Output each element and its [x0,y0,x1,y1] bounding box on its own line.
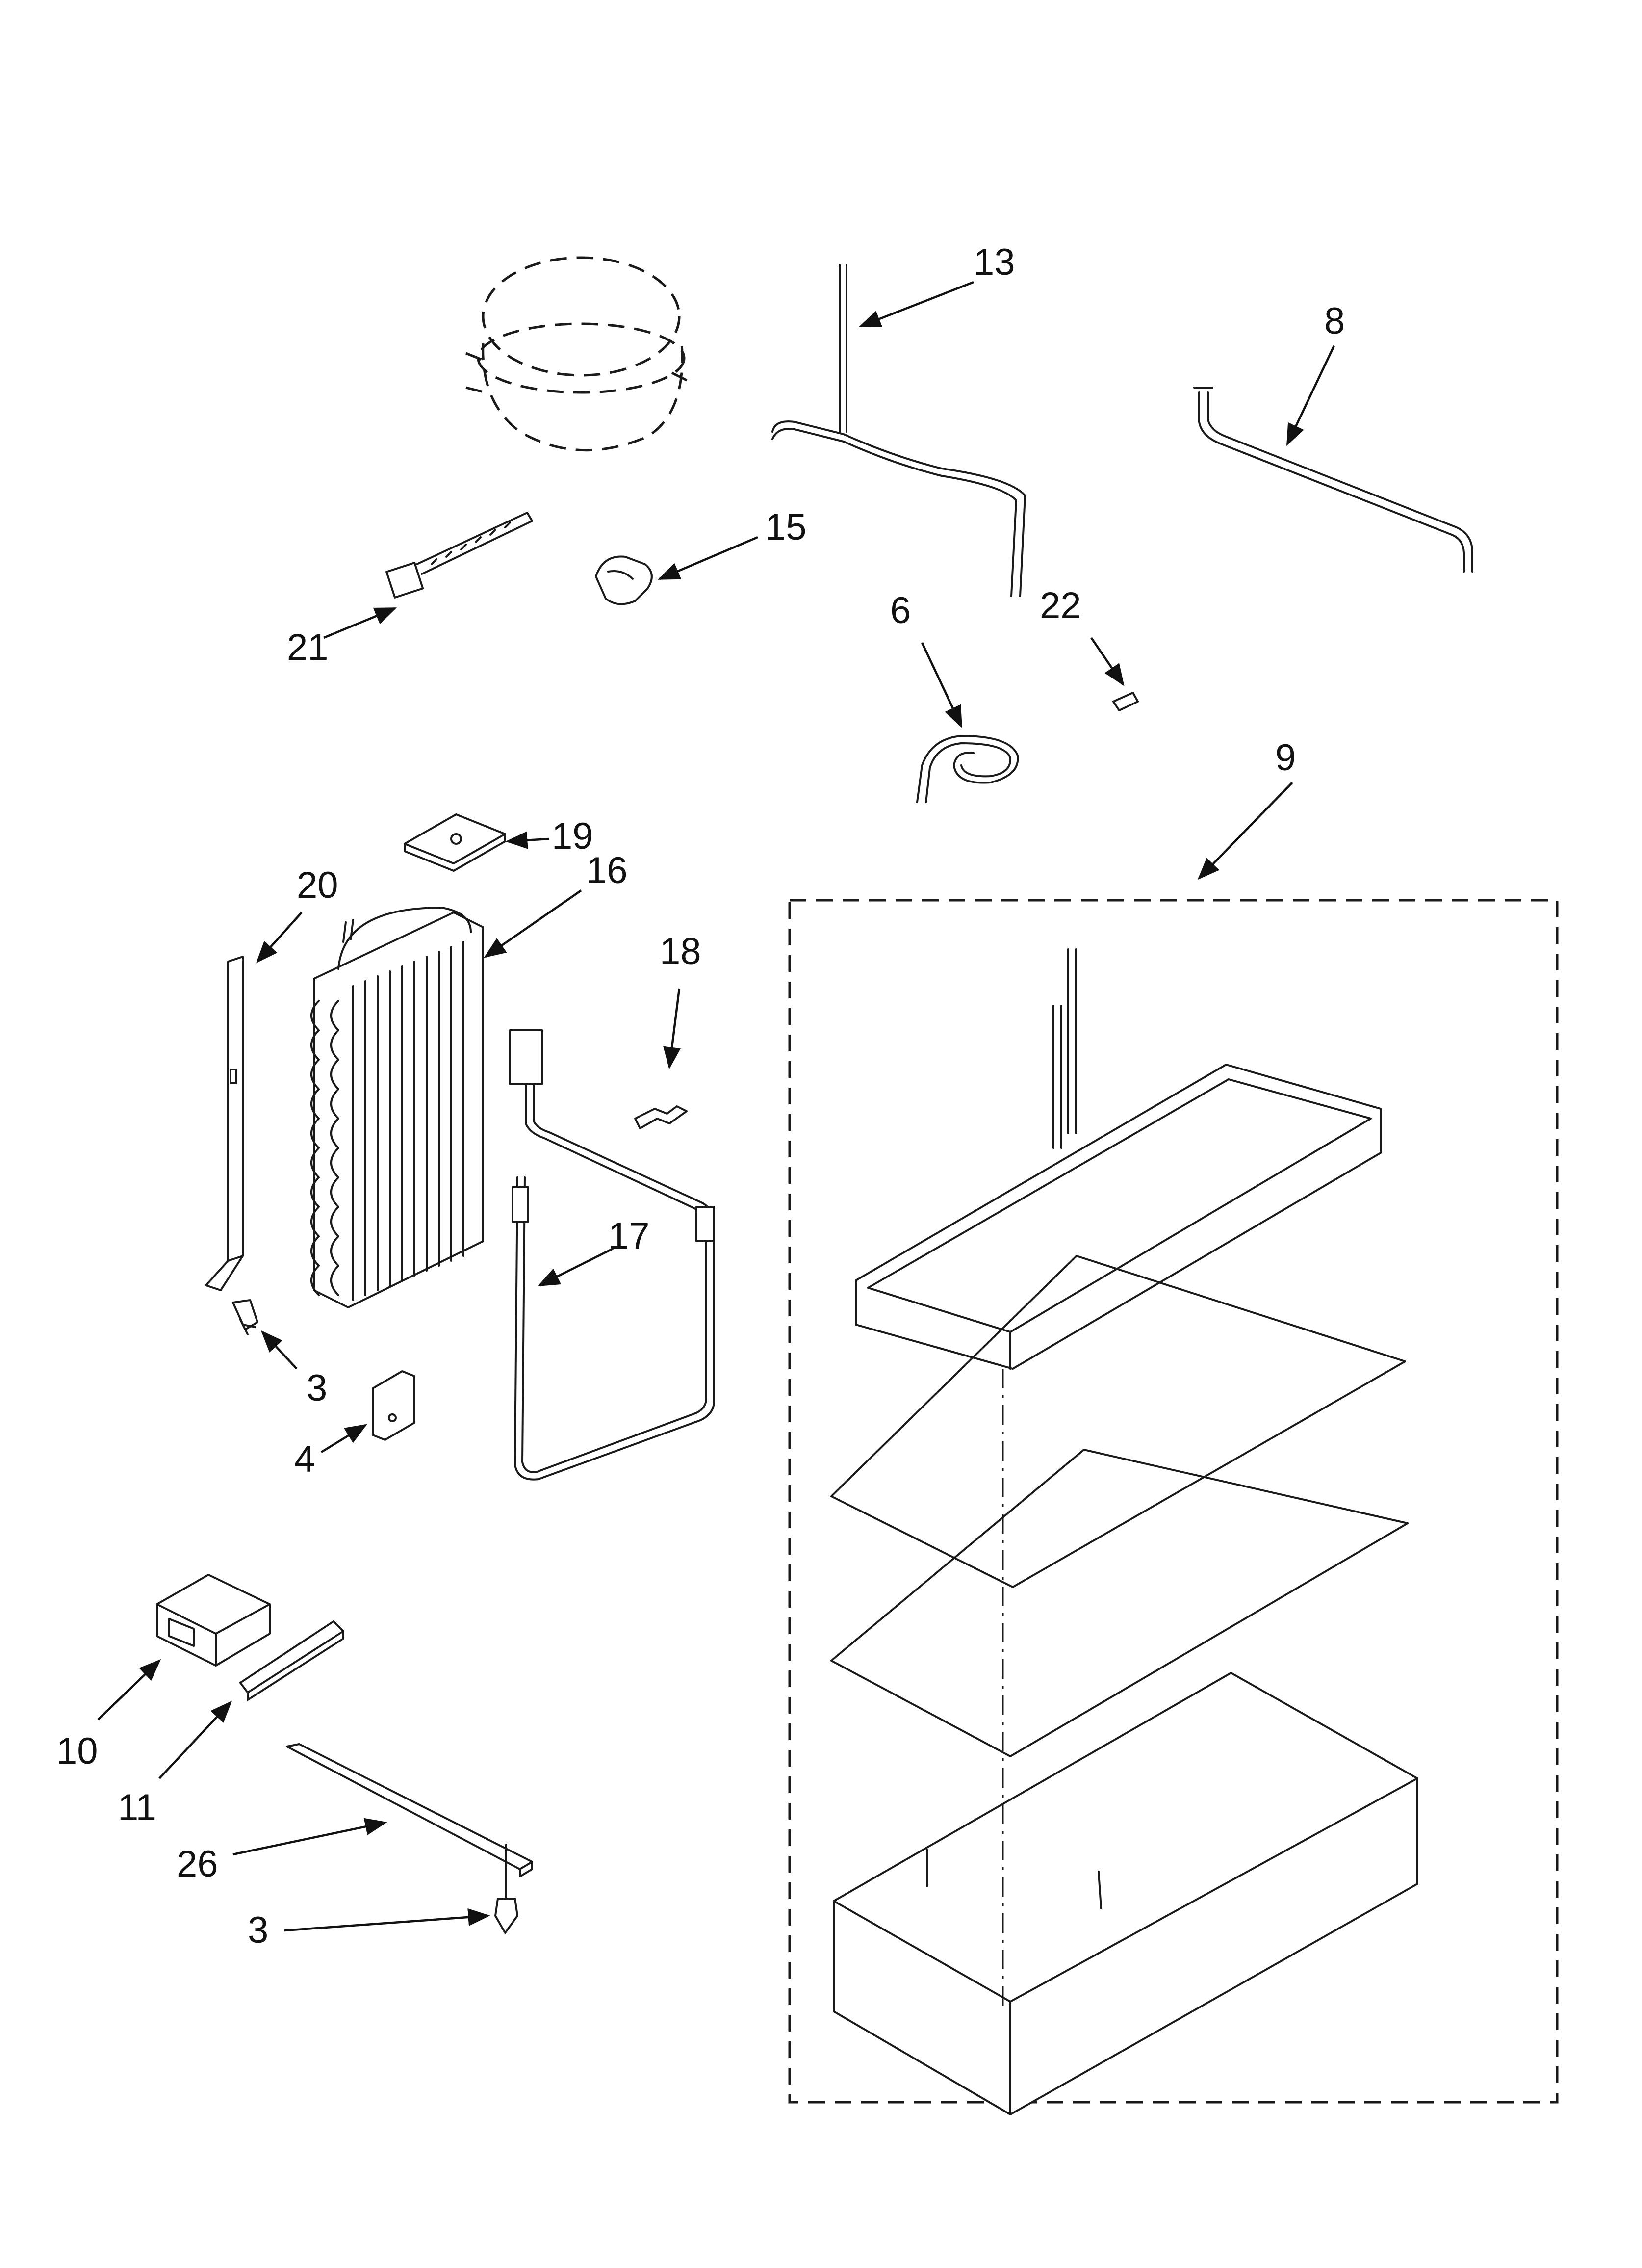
part-21-cable-tie [385,512,533,599]
part-3-screw-upper [232,1299,258,1335]
callout-11: 11 [118,1787,156,1828]
callout-4: 4 [294,1438,315,1480]
callout-3-lower: 3 [248,1909,268,1951]
callout-22: 22 [1040,585,1081,626]
part-22-clip [1112,692,1139,711]
part-10-box [156,1574,271,1667]
callout-6: 6 [890,590,911,631]
compressor-outline [465,256,693,452]
callout-13: 13 [974,241,1015,283]
part-11-plate [239,1620,344,1701]
callout-9: 9 [1275,737,1296,779]
part-18-clip [634,1105,688,1129]
part-3-screw-lower [494,1844,518,1934]
callout-26: 26 [177,1843,218,1885]
part-6-tube [916,735,1019,803]
callout-20: 20 [297,864,338,906]
part-19-pad [404,813,506,872]
callout-15: 15 [765,506,807,548]
callout-17: 17 [608,1215,650,1257]
callout-10: 10 [56,1730,98,1772]
callout-8: 8 [1324,300,1345,342]
part-26-strip [286,1743,533,1877]
leader-lines [97,281,1335,1932]
callout-labels: 13 8 15 21 6 22 9 19 20 16 18 17 3 4 10 … [56,241,1345,1951]
callout-21: 21 [287,626,329,668]
callout-16: 16 [586,850,628,891]
part-8-tube [1193,387,1473,573]
part-13-tube [771,264,1026,597]
part-20-bracket [205,956,244,1291]
callout-19: 19 [552,815,593,857]
part-16-evaporator [310,907,484,1308]
part-4-bracket [372,1370,415,1441]
evaporator-fins [310,941,464,1301]
part-17-heater [509,1029,715,1481]
part-15-clip [595,555,653,605]
part-9-drain-pan-assembly [788,899,1559,2115]
callout-18: 18 [660,931,701,972]
callout-3-upper: 3 [307,1367,327,1409]
